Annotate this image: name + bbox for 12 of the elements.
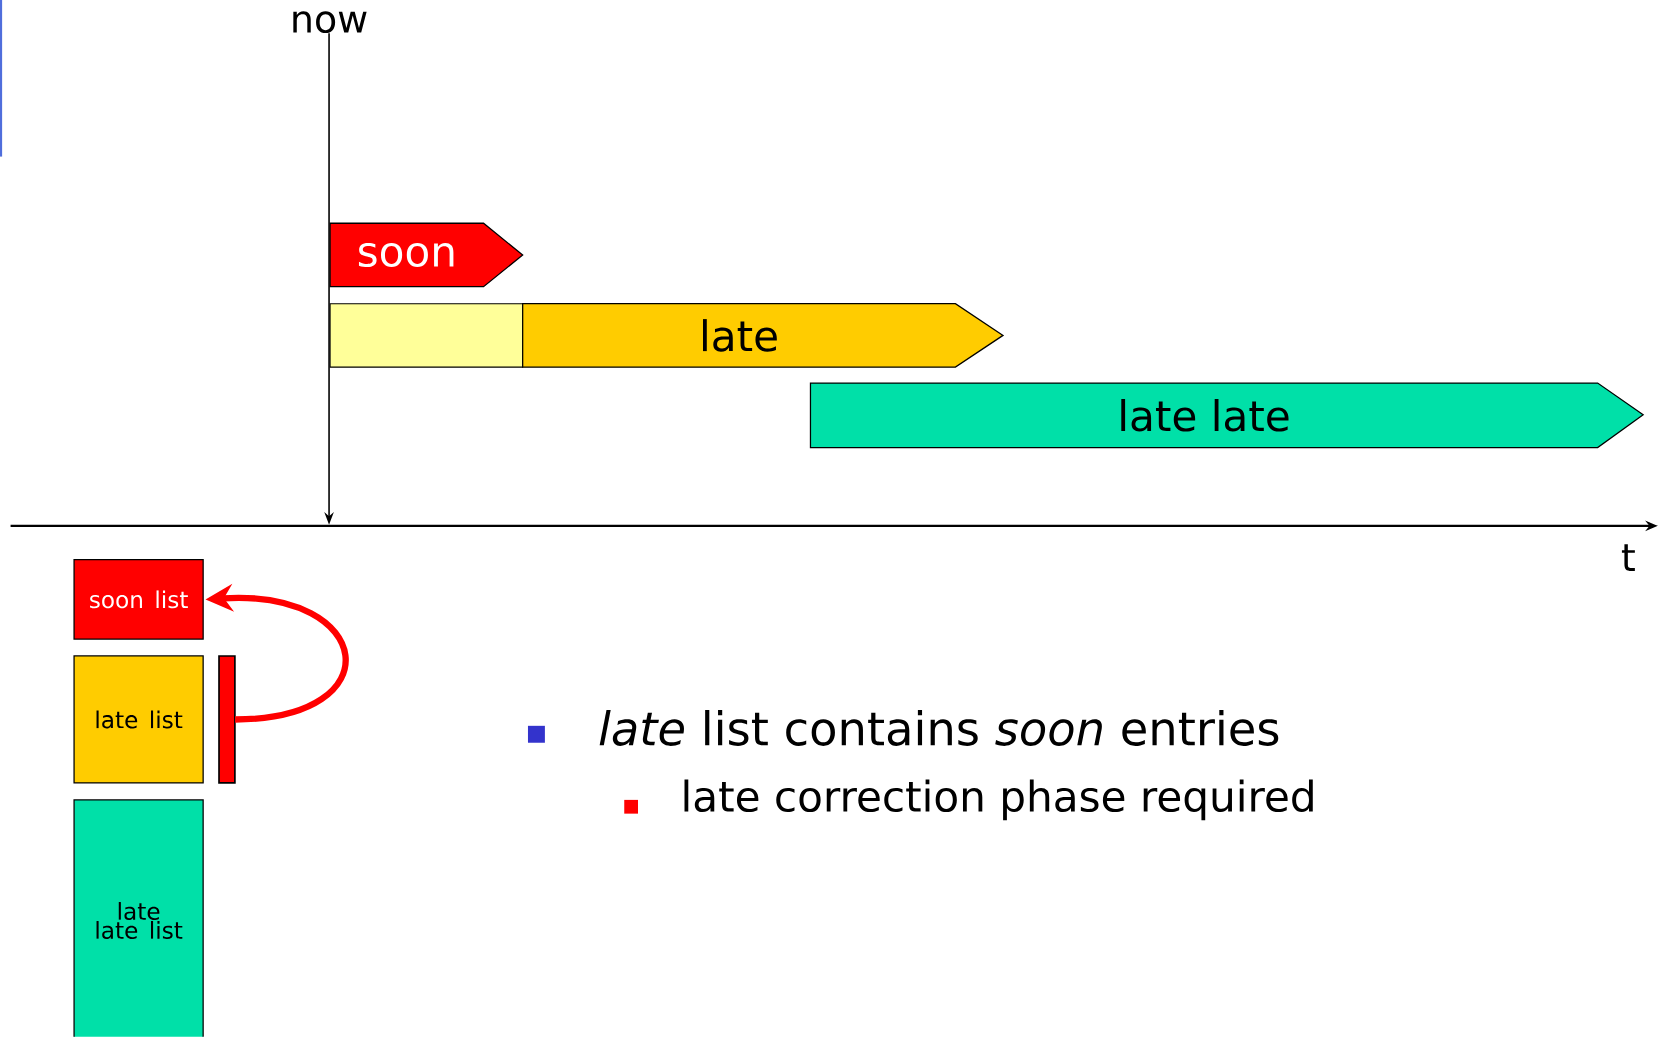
list-box: late list <box>73 655 204 784</box>
list-box: soon list <box>73 559 204 640</box>
time-band <box>329 303 524 368</box>
bullet-text: late list contains soon entries <box>599 710 1279 746</box>
time-label: now <box>293 11 367 34</box>
arrow-band: soon <box>329 222 524 288</box>
arrow-band: late late <box>809 382 1645 449</box>
entry-bar <box>218 655 236 784</box>
list-box: late late list <box>73 799 204 1037</box>
axis-label: t <box>1621 544 1635 571</box>
arrow-band: late <box>522 303 1005 368</box>
bullet-text: late correction phase required <box>684 779 1313 821</box>
